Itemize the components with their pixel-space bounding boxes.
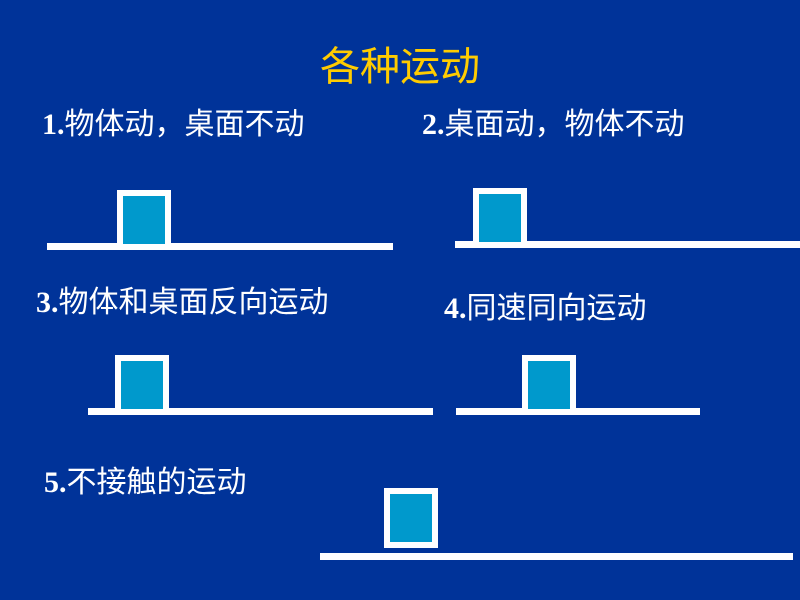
block-4 [522,355,576,415]
surface-5 [320,553,793,560]
item-4-label: 4.同速同向运动 [444,294,647,324]
item-number: 2. [422,108,445,141]
item-number: 3. [36,286,59,319]
item-5-label: 5.不接触的运动 [44,468,247,498]
item-text: 不接触的运动 [66,465,247,500]
item-text: 物体和桌面反向运动 [58,285,329,320]
block-2 [473,188,527,248]
item-text: 物体动，桌面不动 [64,107,305,142]
item-text: 同速同向运动 [466,291,647,326]
item-1-label: 1.物体动，桌面不动 [42,110,305,140]
block-3 [115,355,169,415]
surface-4 [456,408,700,415]
surface-1 [47,243,393,250]
item-number: 1. [42,108,65,141]
item-2-label: 2.桌面动，物体不动 [422,110,685,140]
item-number: 5. [44,466,67,499]
item-text: 桌面动，物体不动 [444,107,685,142]
block-5 [384,488,438,548]
surface-3 [88,408,433,415]
item-number: 4. [444,292,467,325]
block-1 [117,190,171,250]
item-3-label: 3.物体和桌面反向运动 [36,288,329,318]
surface-2 [455,241,800,248]
slide-title: 各种运动 [320,44,480,90]
